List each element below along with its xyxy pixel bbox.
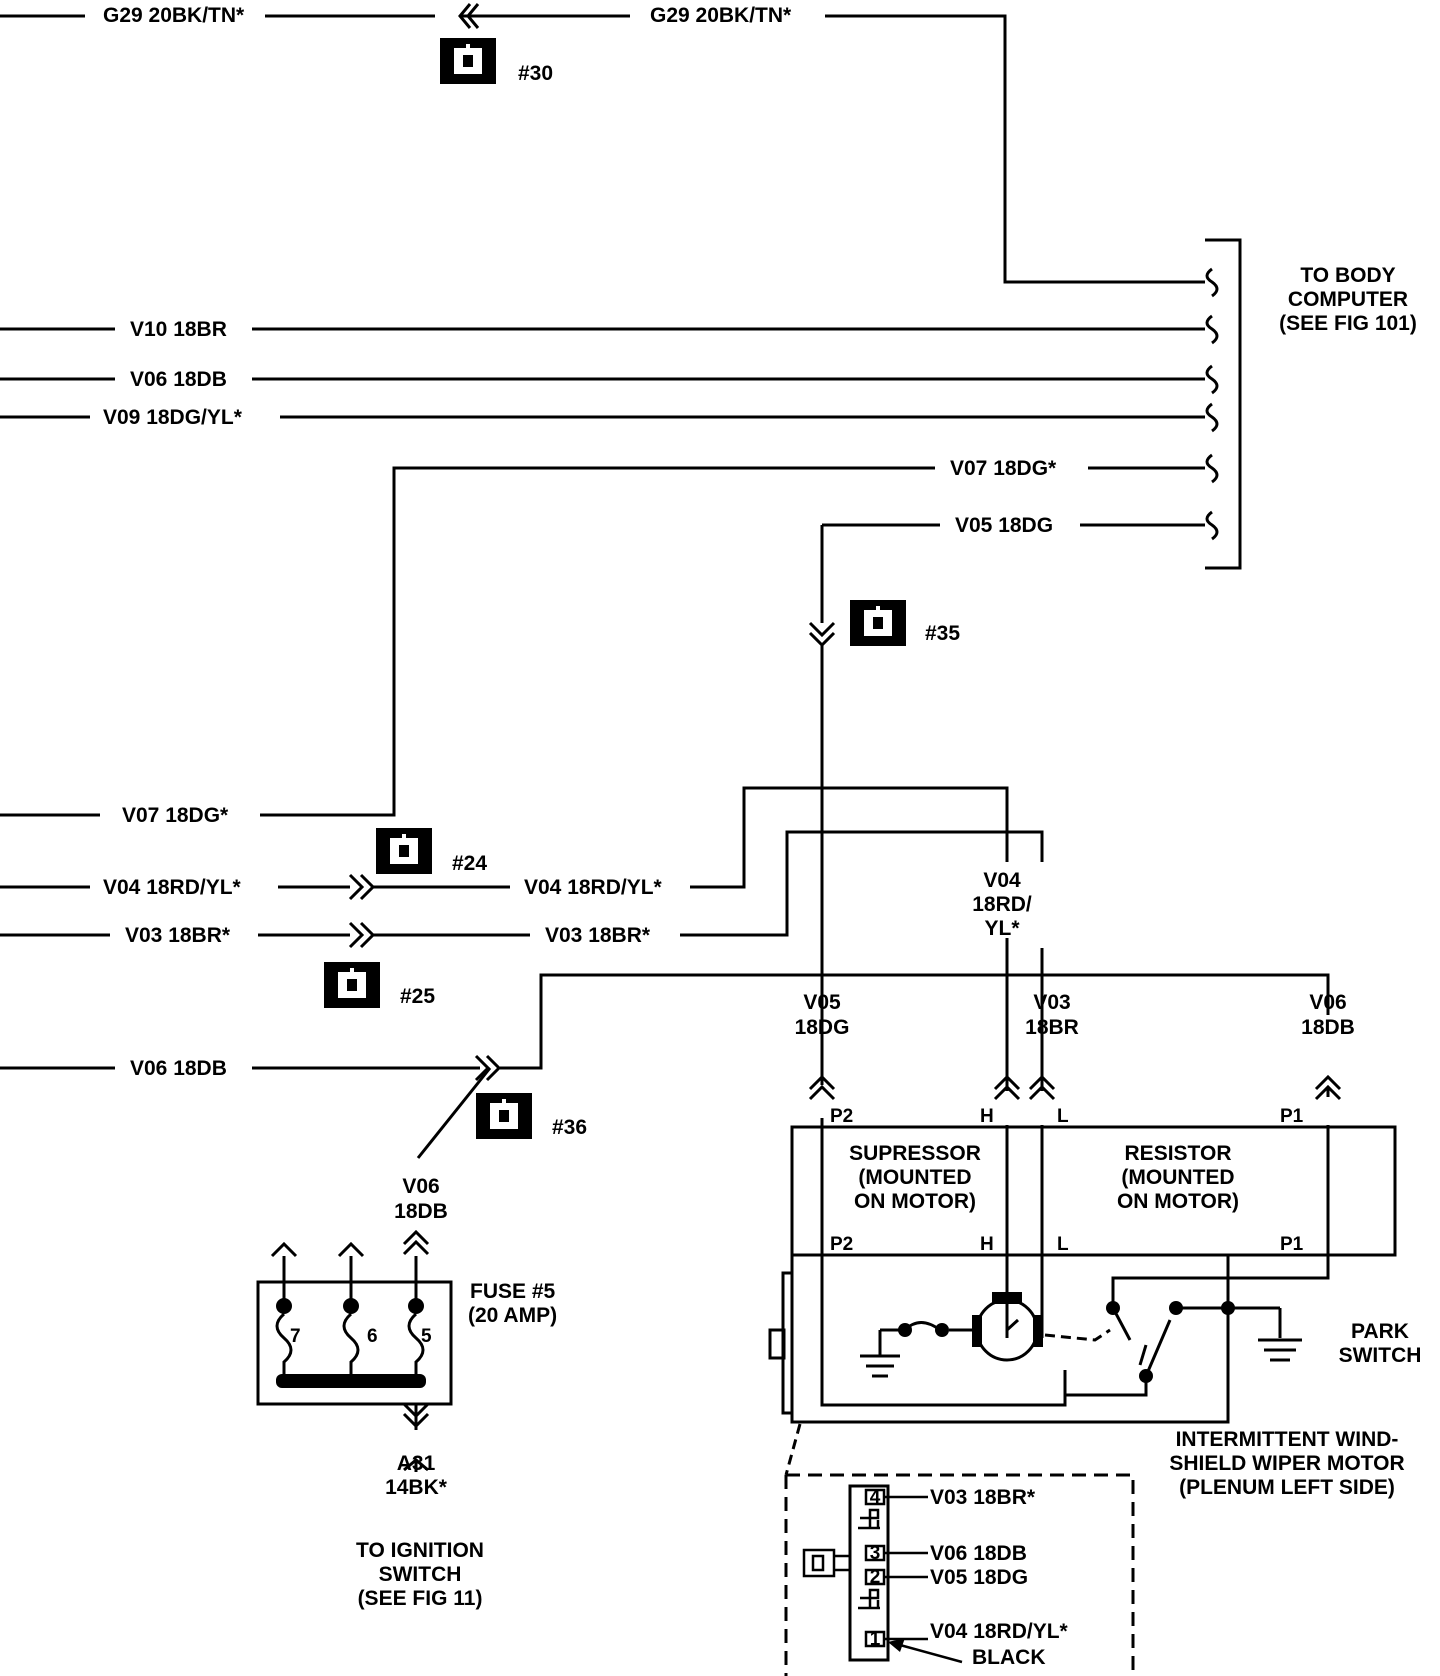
diagram-label: 3 [870,1543,881,1564]
diagram-label: SWITCH [1339,1344,1422,1367]
body-computer-bracket[interactable] [1205,238,1242,570]
label-v05-vert-1: V05 [803,991,841,1014]
label-v07-right: V07 18DG* [950,457,1057,480]
wiper-motor[interactable] [768,1125,1397,1424]
diagram-label: SHIELD WIPER MOTOR [1169,1452,1404,1475]
wire-v06-fuse[interactable] [416,1067,492,1159]
connector-chevrons [270,3,1342,1472]
ignition-label: TO IGNITION SWITCH (SEE FIG 11) [356,1539,484,1610]
wire-v05[interactable] [820,523,1205,1085]
wire-v04[interactable] [0,786,1009,1338]
pin-p2-bottom: P2 [830,1234,853,1255]
diagram-label: SUPRESSOR [849,1142,981,1165]
label-v04-vert-3: YL* [984,917,1020,940]
label-splice-36: #36 [552,1116,587,1139]
pin-l-bottom: L [1057,1234,1069,1255]
label-splice-35: #35 [925,622,960,645]
connector-labels: 4 3 2 1 V03 18BR* V06 18DB V05 18DG V04 … [870,1486,1069,1669]
diagram-label: TO BODY [1300,264,1395,287]
label-v09: V09 18DG/YL* [103,406,243,429]
label-v05-right: V05 18DG [955,514,1053,537]
connector-wire-4: V04 18RD/YL* [930,1620,1069,1643]
label-v03-vert-2: 18BR [1025,1016,1079,1039]
pin-h-bottom: H [980,1234,994,1255]
label-v06-vert-1: V06 [1309,991,1346,1014]
fuse-title: FUSE #5 [470,1280,556,1303]
diagram-label: 2 [870,1567,881,1588]
diagram-label: TO IGNITION [356,1539,484,1562]
fuse-terminal-5: 5 [421,1326,432,1347]
label-v05-vert-2: 18DG [795,1016,850,1039]
label-g29-right: G29 20BK/TN* [650,4,792,27]
connector-wire-1: V03 18BR* [930,1486,1036,1509]
diagram-label: 4 [870,1487,881,1508]
splice-36-icon[interactable] [476,1093,532,1139]
fuse-labels: FUSE #5 (20 AMP) 7 6 5 [290,1280,557,1347]
label-splice-25: #25 [400,985,435,1008]
label-v03-vert-1: V03 [1033,991,1070,1014]
label-v04-vert-2: 18RD/ [972,893,1032,916]
fuse-block[interactable] [256,1280,453,1406]
pin-p1-top: P1 [1280,1106,1304,1127]
diagram-label: ON MOTOR) [1117,1190,1239,1213]
label-v06-vert-2: 18DB [1301,1016,1355,1039]
fuse-rating: (20 AMP) [468,1304,557,1327]
diagram-label: COMPUTER [1288,288,1408,311]
motor-title: INTERMITTENT WIND- [1176,1428,1399,1451]
motor-labels: P2 H L P1 P2 H L P1 SUPRESSOR (MOUNTED O… [830,1106,1421,1499]
fuse-terminal-7: 7 [290,1326,301,1347]
label-splice-24: #24 [452,852,487,875]
diagram-label: (MOUNTED [858,1166,971,1189]
connector-detail[interactable] [784,1423,1135,1676]
wire-v07[interactable] [0,466,1205,817]
connector-wire-3: V05 18DG [930,1566,1028,1589]
wire-v03[interactable] [0,830,1044,1338]
splice-30-icon[interactable] [440,38,496,84]
label-v06-fuse-2: 18DB [394,1200,448,1223]
diagram-label: 1 [870,1629,881,1650]
splice-35-icon[interactable] [850,600,906,646]
label-v04-left: V04 18RD/YL* [103,876,242,899]
diagram-label: (PLENUM LEFT SIDE) [1179,1476,1395,1499]
wire-g29[interactable] [0,14,1205,284]
label-g29-left: G29 20BK/TN* [103,4,245,27]
diagram-label: (MOUNTED [1121,1166,1234,1189]
wire-v05-p2[interactable] [820,1118,1067,1407]
wire-labels: G29 20BK/TN* G29 20BK/TN* V10 18BR V06 1… [103,4,1355,1499]
splice-25-icon[interactable] [324,962,380,1008]
diagram-label: SWITCH [379,1563,462,1586]
label-v03-left: V03 18BR* [125,924,231,947]
label-a31-1: A31 [397,1452,436,1475]
label-v06-top: V06 18DB [130,368,227,391]
label-v07-left: V07 18DG* [122,804,229,827]
diagram-label: (SEE FIG 101) [1279,312,1417,335]
pin-h-top: H [980,1106,994,1127]
label-v06-fuse-1: V06 [402,1175,439,1198]
park-switch-label: PARK [1351,1320,1409,1343]
label-v03-mid: V03 18BR* [545,924,651,947]
label-v06-bottom: V06 18DB [130,1057,227,1080]
label-v10: V10 18BR [130,318,227,341]
label-a31-2: 14BK* [385,1476,448,1499]
connector-wire-2: V06 18DB [930,1542,1027,1565]
diagram-label: RESISTOR [1125,1142,1232,1165]
diagram-label: (SEE FIG 11) [358,1587,483,1610]
pin-p2-top: P2 [830,1106,853,1127]
connector-color: BLACK [972,1646,1046,1669]
diagram-label: ON MOTOR) [854,1190,976,1213]
fuse-terminal-6: 6 [367,1326,378,1347]
label-v04-vert-1: V04 [983,869,1021,892]
wire-v06-bottom[interactable] [0,973,1330,1308]
splice-symbols [324,38,906,1139]
pin-l-top: L [1057,1106,1069,1127]
pin-p1-bottom: P1 [1280,1234,1304,1255]
splice-24-icon[interactable] [376,828,432,874]
body-computer-label: TO BODY COMPUTER (SEE FIG 101) [1279,264,1417,335]
label-splice-30: #30 [518,62,553,85]
label-v04-mid: V04 18RD/YL* [524,876,663,899]
splice-labels: #30 #35 #24 #25 #36 [400,62,960,1139]
